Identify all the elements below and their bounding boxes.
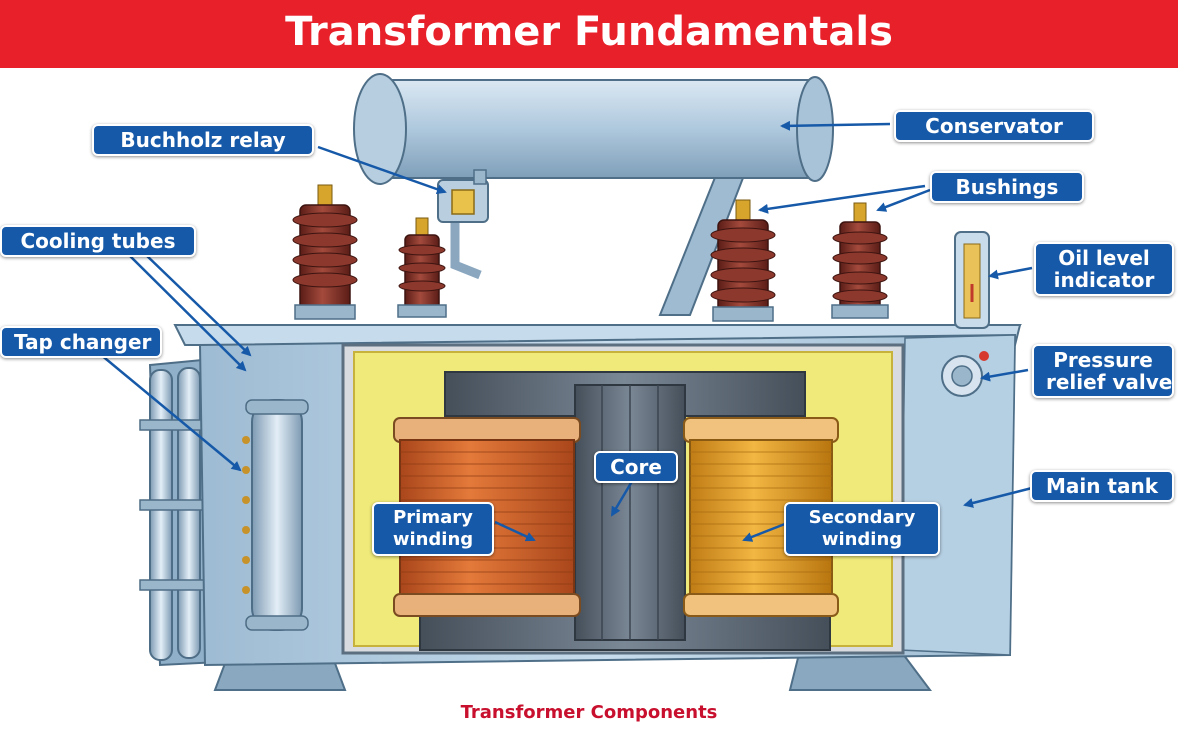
oil-level-gauge [954,231,990,329]
page-title: Transformer Fundamentals [285,9,893,55]
bushings-group [292,184,889,322]
oil-level-indicator-label: Oil level indicator [1034,242,1174,296]
secondary-winding-label: Secondary winding [784,502,940,556]
primary-winding-line1: Primary [393,507,473,528]
cooling-tubes-label: Cooling tubes [0,225,196,257]
primary-winding-line2: winding [392,529,474,550]
pressure-relief-valve-label: Pressure relief valve [1032,344,1174,398]
secondary-winding-line2: winding [821,529,903,550]
conservator-label: Conservator [894,110,1094,142]
primary-winding-label: Primary winding [372,502,494,556]
tap-changer-cylinder [242,399,309,631]
tap-changer-label: Tap changer [0,326,162,358]
buchholz-relay-device [437,169,489,280]
core-label: Core [594,451,678,483]
oil-level-indicator-line2: indicator [1053,268,1155,292]
figure-caption: Transformer Components [460,702,718,723]
leader-arrows [99,120,1033,542]
conservator-tank [353,73,834,185]
bushings-label: Bushings [930,171,1084,203]
title-banner [0,0,1178,68]
oil-level-indicator-line1: Oil level [1058,246,1150,270]
secondary-coil [683,417,839,617]
pressure-relief-valve-line1: Pressure [1053,348,1153,372]
secondary-winding-line1: Secondary [808,507,916,528]
core-assembly [419,371,831,651]
buchholz-relay-label: Buchholz relay [92,124,314,156]
pressure-relief-valve-line2: relief valve [1046,370,1173,394]
pressure-relief-valve-device [941,351,989,397]
main-tank-label: Main tank [1030,470,1174,502]
